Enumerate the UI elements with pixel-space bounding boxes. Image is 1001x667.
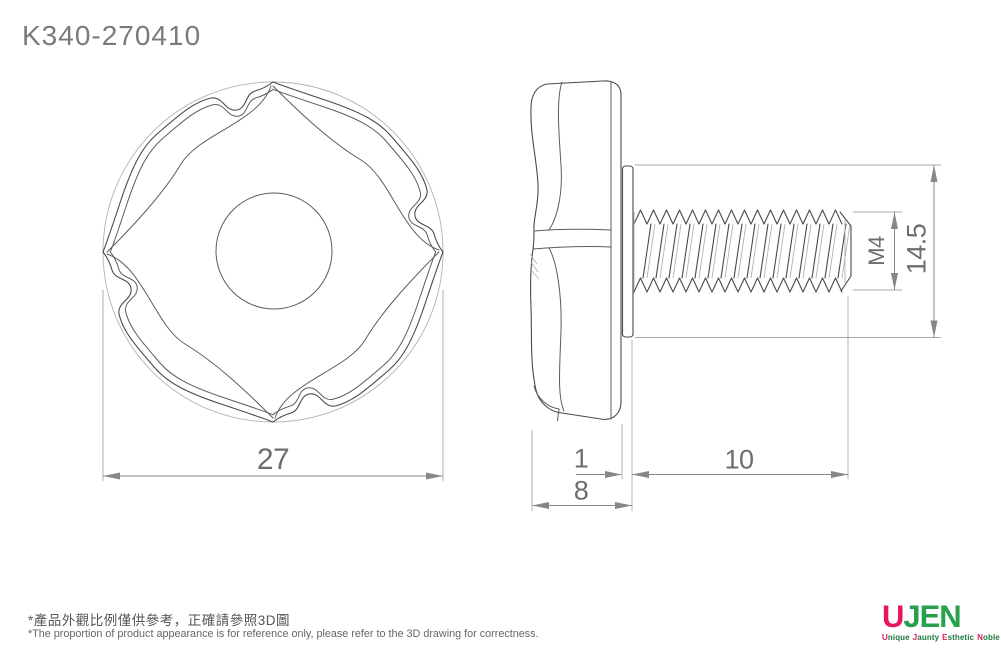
side-view-bottom-corner-arc (533, 385, 560, 410)
dim-label-thread-size: M4 (864, 236, 889, 266)
front-view-knob-outline (102, 81, 444, 423)
front-view-center-boss (215, 192, 333, 310)
dim-label-knob-width: 8 (573, 475, 589, 506)
front-view-bounding-circle (102, 81, 444, 423)
side-view-lower-lobe-contour (548, 247, 565, 412)
dimension-linework (102, 164, 941, 511)
front-view-grip-recess (106, 85, 440, 419)
side-view-waist-hatches (529, 253, 540, 280)
dim-label-flange-thickness: 1 (573, 443, 589, 474)
ujen-wordmark-jen: JEN (903, 598, 961, 635)
side-view (529, 80, 852, 421)
side-view-threaded-shaft (633, 209, 852, 293)
side-view-waist-ledge-bottom (532, 246, 612, 250)
side-view-flange (621, 165, 634, 338)
note-chinese: *產品外觀比例僅供參考，正確請參照3D圖 (28, 613, 291, 628)
note-english: *The proportion of product appearance is… (28, 628, 539, 640)
part-number-title: K340-270410 (22, 20, 202, 51)
front-view (102, 81, 444, 423)
side-view-knob-silhouette (530, 80, 622, 421)
dim-label-overall-length: 14.5 (901, 223, 932, 275)
side-view-bottom-edge-tick (557, 408, 560, 421)
ujen-wordmark: UJEN (882, 601, 992, 633)
side-view-waist-ledge-top (533, 228, 612, 232)
ujen-wordmark-u: U (882, 598, 904, 635)
dim-label-thread-length: 10 (724, 444, 754, 475)
front-view-knob-inner-outline (109, 88, 437, 416)
dim-label-knob-diameter: 27 (256, 443, 290, 476)
side-view-upper-lobe-contour (548, 81, 563, 231)
